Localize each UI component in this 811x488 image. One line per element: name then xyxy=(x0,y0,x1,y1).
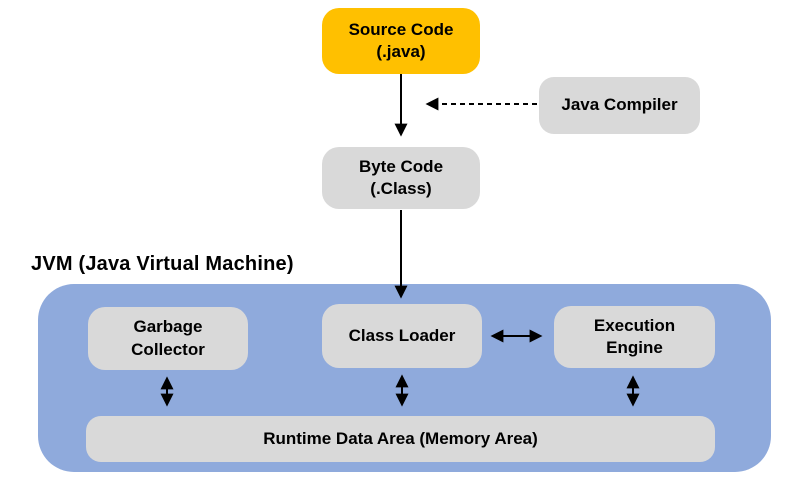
node-source-code: Source Code (.java) xyxy=(322,8,480,74)
jvm-container-label: JVM (Java Virtual Machine) xyxy=(31,253,294,275)
byte-code-label-line1: Byte Code xyxy=(358,156,444,176)
execution-engine-label-line1: Execution xyxy=(593,315,676,335)
node-byte-code: Byte Code (.Class) xyxy=(322,147,480,209)
runtime-data-area-label: Runtime Data Area (Memory Area) xyxy=(263,428,538,448)
node-runtime-data-area: Runtime Data Area (Memory Area) xyxy=(86,416,715,462)
node-execution-engine: Execution Engine xyxy=(554,306,715,368)
java-compiler-label: Java Compiler xyxy=(561,95,678,115)
source-code-label-line2: (.java) xyxy=(376,42,426,61)
node-java-compiler: Java Compiler xyxy=(539,77,700,134)
node-garbage-collector: Garbage Collector xyxy=(88,307,248,370)
execution-engine-label-line2: Engine xyxy=(606,338,663,357)
byte-code-label-line2: (.Class) xyxy=(370,179,432,198)
source-code-label-line1: Source Code xyxy=(348,19,454,39)
garbage-collector-label-line1: Garbage xyxy=(133,317,203,337)
garbage-collector-label-line2: Collector xyxy=(131,339,205,359)
node-class-loader: Class Loader xyxy=(322,304,482,368)
class-loader-label: Class Loader xyxy=(348,325,456,345)
